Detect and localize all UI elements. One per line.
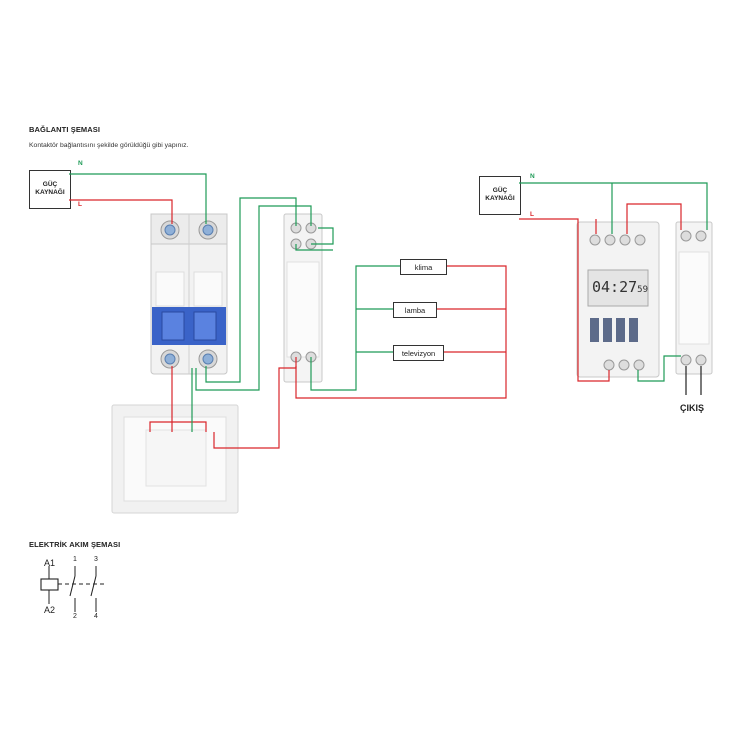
power-source-right-line1: GÜÇ xyxy=(492,187,508,194)
contact-top-3: 3 xyxy=(94,556,98,563)
load-label-televizyon: televizyon xyxy=(401,348,436,358)
load-box-lamba: lamba xyxy=(393,302,437,318)
coil-top-label: A1 xyxy=(44,558,56,568)
wires-right xyxy=(519,182,708,395)
wire-l-label-right: L xyxy=(530,211,534,218)
timer-display: 04:2759 xyxy=(592,278,648,296)
power-source-right-line2: KAYNAĞI xyxy=(485,194,515,202)
power-source-left-line2: KAYNAĞI xyxy=(35,188,65,196)
wires-left xyxy=(69,173,507,449)
power-source-left: GÜÇ KAYNAĞI xyxy=(29,170,71,209)
contact-bottom-4: 4 xyxy=(94,613,98,620)
wire-l-label-left: L xyxy=(78,201,82,208)
page-title: BAĞLANTI ŞEMASI xyxy=(29,125,101,134)
digital-timer xyxy=(576,221,660,378)
current-schema-title: ELEKTRİK AKIM ŞEMASI xyxy=(29,540,121,549)
wall-switch xyxy=(111,404,239,514)
timer-seconds: 59 xyxy=(637,285,648,295)
output-label: ÇIKIŞ xyxy=(680,403,705,413)
load-box-klima: klima xyxy=(400,259,447,275)
load-box-televizyon: televizyon xyxy=(393,345,444,361)
wire-n-label-left: N xyxy=(78,160,83,167)
wire-n-label-right: N xyxy=(530,173,535,180)
load-label-klima: klima xyxy=(414,262,433,272)
load-label-lamba: lamba xyxy=(404,305,426,315)
contact-bottom-2: 2 xyxy=(73,613,77,620)
timer-time: 04:27 xyxy=(592,278,638,296)
instruction-text: Kontaktör bağlantısını şekilde görüldüğü… xyxy=(29,142,189,149)
power-source-left-line1: GÜÇ xyxy=(42,181,58,188)
contactor-left xyxy=(283,213,323,383)
power-source-right: GÜÇ KAYNAĞI xyxy=(479,176,521,215)
coil-bottom-label: A2 xyxy=(44,605,56,615)
contact-top-1: 1 xyxy=(73,556,77,563)
circuit-breaker xyxy=(150,213,228,375)
contactor-right xyxy=(675,221,713,375)
current-schema-symbol xyxy=(40,566,104,612)
